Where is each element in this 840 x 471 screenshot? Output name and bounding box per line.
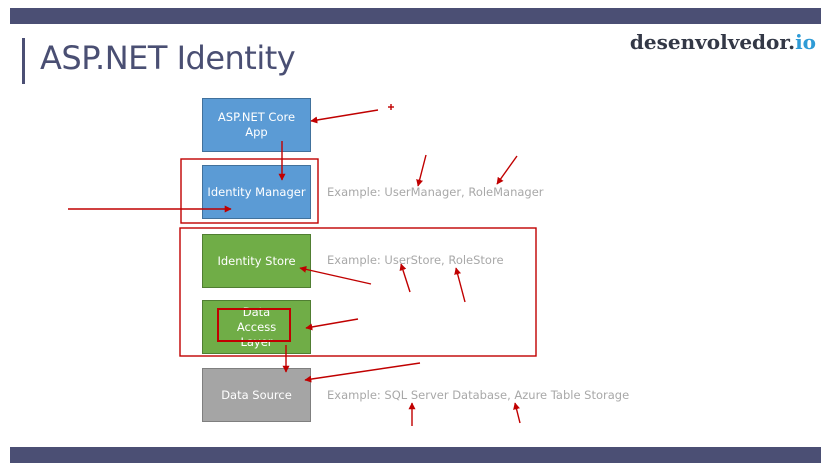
data-access-layer-highlight xyxy=(217,308,291,342)
top-banner xyxy=(10,8,821,24)
arrow-to-userstore xyxy=(399,263,411,293)
box-identity-store-label: Identity Store xyxy=(217,253,296,268)
example-data-source: Example: SQL Server Database, Azure Tabl… xyxy=(327,388,630,402)
brand-logo: desenvolvedor.io xyxy=(630,30,816,54)
box-identity-manager-label: Identity Manager xyxy=(207,184,306,199)
arrow-to-app xyxy=(310,109,379,124)
arrow-to-identity-store xyxy=(299,265,372,285)
box-data-source-label: Data Source xyxy=(221,387,292,402)
box-data-source: Data Source xyxy=(202,368,311,422)
arrow-to-rolemanager xyxy=(496,155,518,185)
box-identity-store: Identity Store xyxy=(202,234,311,288)
logo-tld: io xyxy=(795,30,816,54)
arrow-to-azure-table xyxy=(513,402,521,424)
identity-manager-highlight-box xyxy=(180,158,319,224)
arrow-to-data-source xyxy=(304,362,421,383)
box-aspnet-core-app-label: ASP.NET Core App xyxy=(217,110,296,139)
example-identity-store: Example: UserStore, RoleStore xyxy=(327,253,504,267)
store-and-dal-highlight-box xyxy=(179,227,537,357)
example-identity-manager: Example: UserManager, RoleManager xyxy=(327,185,544,199)
box-aspnet-core-app: ASP.NET Core App xyxy=(202,98,311,152)
box-identity-manager: Identity Manager xyxy=(202,165,311,219)
bottom-banner xyxy=(10,447,821,463)
title-accent-line xyxy=(22,38,25,84)
arrow-to-data-access-layer xyxy=(305,318,359,331)
logo-name: desenvolvedor. xyxy=(629,30,796,54)
arrow-to-rolestore xyxy=(454,267,466,303)
slide-title: ASP.NET Identity xyxy=(40,39,296,77)
arrow-to-usermanager xyxy=(416,154,427,187)
